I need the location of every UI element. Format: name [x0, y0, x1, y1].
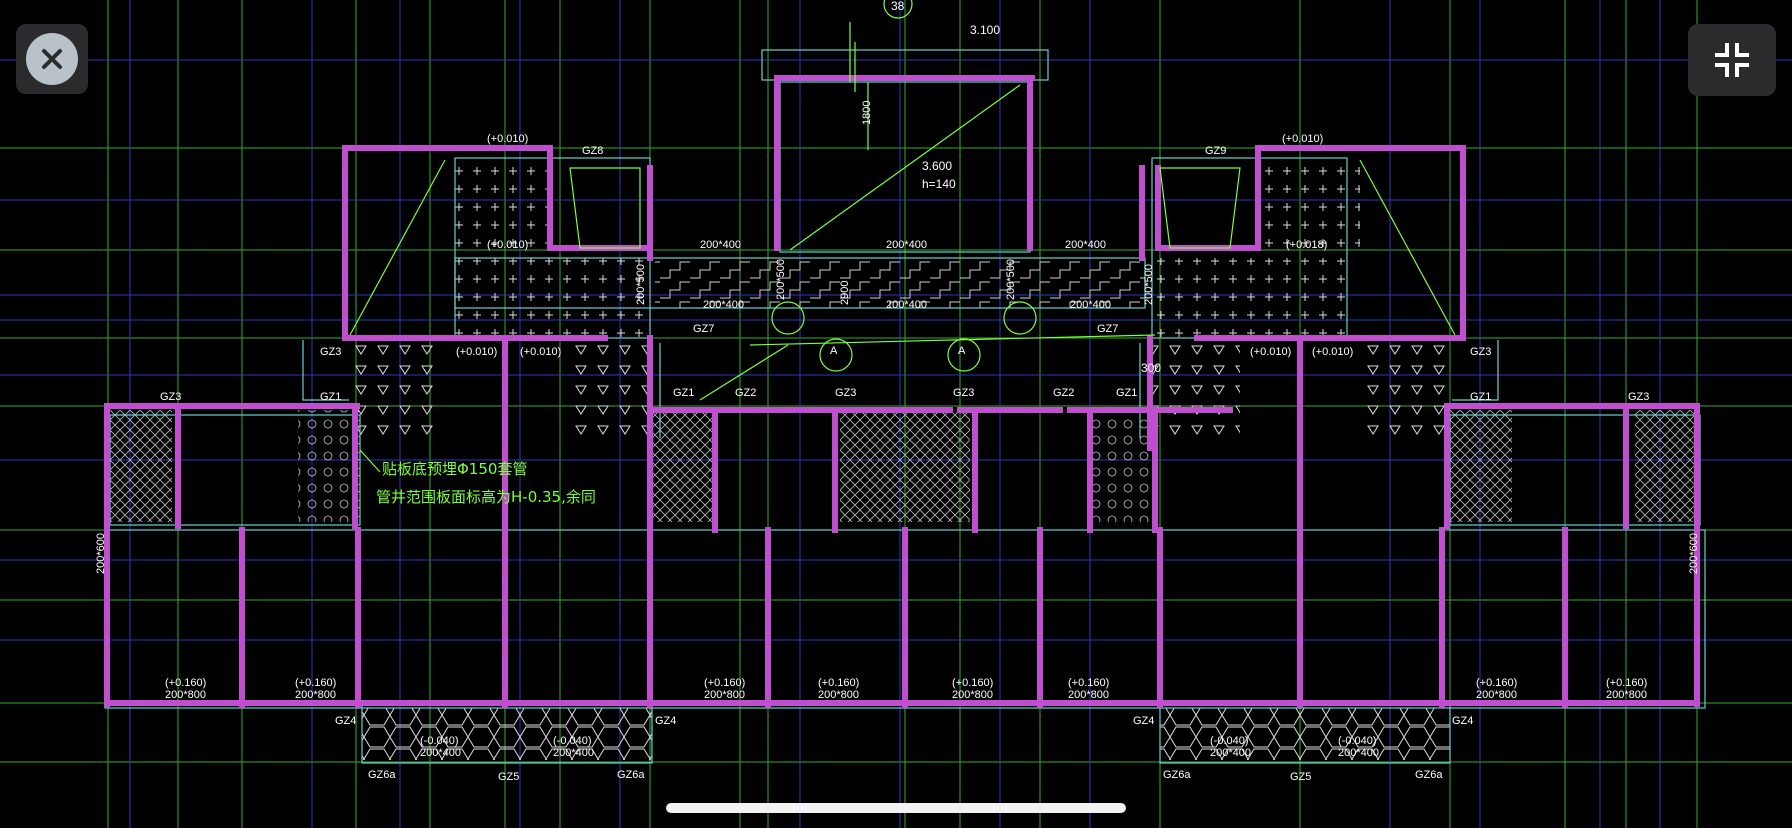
elev-label: (+0.160): [952, 677, 993, 689]
elev-label: (+0.010): [1282, 133, 1323, 145]
elev-label: (+0.160): [1068, 677, 1109, 689]
column-label: GZ6a: [1415, 769, 1443, 781]
elev-label: (+0.160): [165, 677, 206, 689]
beam-size: 200*800: [952, 689, 993, 701]
elev-label: (+0.160): [1476, 677, 1517, 689]
column-label: GZ6a: [368, 769, 396, 781]
elev-label: (+0.010): [487, 133, 528, 145]
beam-size: 200*500: [635, 264, 647, 305]
elev-label: (+0.160): [1606, 677, 1647, 689]
note-sleeve: 贴板底预埋Φ150套管: [382, 460, 527, 478]
beam-size: 200*600: [95, 533, 107, 574]
leader-lines: [349, 22, 1456, 473]
dim-1800: 1800: [861, 101, 873, 125]
column-label: GZ3: [160, 391, 181, 403]
section-markers: [771, 0, 1037, 372]
column-label: GZ1: [673, 387, 694, 399]
elev-label: (-0.040): [1338, 735, 1377, 747]
beam-size: 200*500: [1005, 259, 1017, 300]
dim-300: 300: [1141, 361, 1161, 375]
column-label: GZ7: [693, 323, 714, 335]
elevation-top: 3.100: [970, 23, 1000, 37]
beam-size: 200*600: [1688, 533, 1700, 574]
column-label: GZ3: [835, 387, 856, 399]
dim-2900: 2900: [839, 281, 851, 305]
column-label: GZ3: [953, 387, 974, 399]
elev-label: (+0.010): [520, 346, 561, 358]
beam-size: 200*400: [703, 299, 744, 311]
beam-size: 200*400: [1070, 299, 1111, 311]
note-shaft-elevation: 管井范围板面标高为H-0.35,余同: [376, 488, 596, 506]
column-label: GZ4: [335, 715, 356, 727]
column-label: GZ2: [735, 387, 756, 399]
column-label: GZ1: [320, 391, 341, 403]
elev-label: (+0.010): [487, 239, 528, 251]
hatch-areas: [110, 158, 1697, 760]
beam-size: 200*400: [886, 299, 927, 311]
beam-size: 200*800: [1476, 689, 1517, 701]
elev-label: (-0.040): [553, 735, 592, 747]
beam-size: 200*400: [886, 239, 927, 251]
beam-size: 200*800: [165, 689, 206, 701]
beam-size: 200*400: [1338, 747, 1379, 759]
elev-label: (+0.018): [1286, 239, 1327, 251]
column-label: GZ1: [1116, 387, 1137, 399]
column-label: GZ8: [582, 145, 603, 157]
elev-label: (-0.040): [1210, 735, 1249, 747]
section-mark: A: [830, 345, 838, 357]
column-label: GZ3: [1470, 346, 1491, 358]
collapse-fullscreen-button[interactable]: [1688, 24, 1776, 96]
beam-size: 200*800: [1606, 689, 1647, 701]
axis-label: 38: [891, 0, 905, 13]
elev-label: (+0.160): [818, 677, 859, 689]
close-icon: [26, 33, 78, 85]
column-label: GZ3: [1628, 391, 1649, 403]
beam-size: 200*800: [295, 689, 336, 701]
column-label: GZ5: [498, 771, 519, 783]
beam-size: 200*400: [420, 747, 461, 759]
slab-thickness: h=140: [922, 177, 956, 191]
beam-size: 200*400: [1065, 239, 1106, 251]
elevation-mid: 3.600: [922, 159, 952, 173]
elev-label: (+0.010): [1250, 346, 1291, 358]
column-label: GZ1: [1470, 391, 1491, 403]
walls: [104, 75, 1700, 708]
elev-label: (-0.040): [420, 735, 459, 747]
column-label: GZ4: [655, 715, 676, 727]
section-mark: A: [958, 345, 966, 357]
beam-size: 200*500: [1143, 264, 1155, 305]
column-label: GZ2: [1053, 387, 1074, 399]
close-button[interactable]: [16, 24, 88, 94]
beam-size: 200*400: [1210, 747, 1251, 759]
beam-size: 200*500: [775, 259, 787, 300]
beam-size: 200*800: [704, 689, 745, 701]
column-label: GZ6a: [1163, 769, 1191, 781]
elev-label: (+0.160): [704, 677, 745, 689]
column-label: GZ9: [1205, 145, 1226, 157]
column-label: GZ3: [320, 346, 341, 358]
column-label: GZ7: [1097, 323, 1118, 335]
column-label: GZ5: [1290, 771, 1311, 783]
column-label: GZ4: [1452, 715, 1473, 727]
home-indicator[interactable]: [666, 803, 1126, 813]
collapse-fullscreen-icon: [1715, 43, 1749, 77]
column-label: GZ6a: [617, 769, 645, 781]
beam-size: 200*800: [818, 689, 859, 701]
beam-size: 200*800: [1068, 689, 1109, 701]
column-label: GZ4: [1133, 715, 1154, 727]
elev-label: (+0.010): [456, 346, 497, 358]
beam-size: 200*400: [553, 747, 594, 759]
elev-label: (+0.160): [295, 677, 336, 689]
elev-label: (+0.010): [1312, 346, 1353, 358]
beam-size: 200*400: [700, 239, 741, 251]
